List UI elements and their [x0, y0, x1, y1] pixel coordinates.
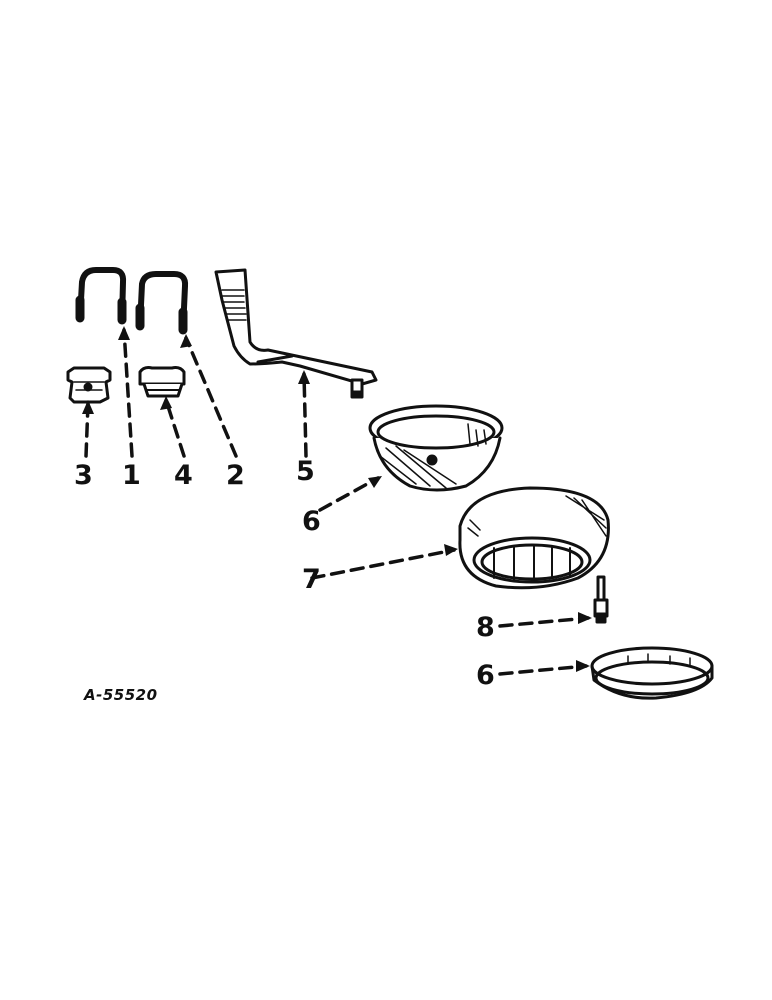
callout-6-lower: 6: [476, 660, 495, 691]
callout-3: 3: [74, 460, 93, 491]
callout-6-upper: 6: [302, 506, 321, 537]
callout-5: 5: [296, 456, 315, 487]
drawing-id: A-55520: [84, 686, 158, 704]
wheel-arm-icon: [214, 268, 378, 399]
callout-4: 4: [174, 460, 193, 491]
leader-lines: [84, 328, 590, 676]
hub-upper-icon: [368, 404, 504, 492]
callout-8: 8: [476, 612, 495, 643]
callout-7: 7: [302, 564, 321, 595]
grease-fitting-icon: [593, 575, 609, 624]
hub-lower-icon: [590, 646, 714, 700]
callout-2: 2: [226, 460, 245, 491]
clamp-plate-icon: [66, 366, 112, 404]
callout-1: 1: [122, 460, 141, 491]
arrowheads: [82, 326, 592, 672]
u-bolt-right-icon: [135, 271, 189, 335]
clamp-block-icon: [138, 366, 186, 398]
u-bolt-left-icon: [75, 267, 127, 325]
tire-icon: [458, 486, 610, 590]
